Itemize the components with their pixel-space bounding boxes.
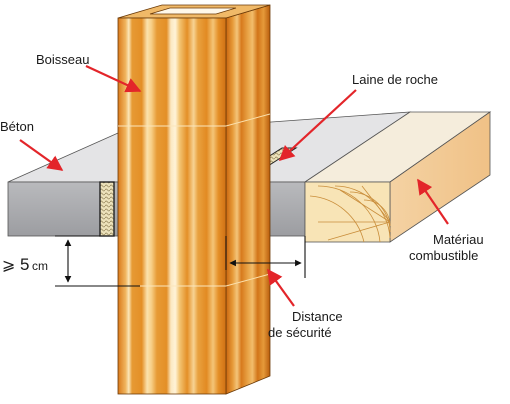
- flue-opening: [149, 7, 237, 15]
- min-symbol: ⩾: [2, 255, 15, 274]
- min-value: 5: [20, 255, 29, 274]
- wood-beam-end-grain: [304, 181, 391, 243]
- label-min-clearance: ⩾ 5 cm: [2, 255, 48, 274]
- label-distance-line1: Distance: [292, 309, 343, 324]
- leader-materiau: [417, 178, 449, 225]
- leader-laine: [278, 89, 357, 162]
- min-unit: cm: [32, 259, 48, 273]
- safety-distance-dimension: [225, 236, 306, 278]
- label-materiau-line1: Matériau: [433, 232, 484, 247]
- label-laine-de-roche: Laine de roche: [352, 72, 438, 87]
- flue-side-face: [225, 4, 271, 395]
- wood-grain-rings: [309, 185, 391, 243]
- label-distance-line2: de sécurité: [268, 325, 332, 340]
- flue-front-face: [117, 17, 227, 395]
- leader-distance: [267, 268, 295, 307]
- flue-joint-lower-side: [225, 273, 271, 287]
- flue-boisseau: [117, 4, 271, 395]
- label-boisseau: Boisseau: [36, 52, 89, 67]
- label-beton: Béton: [0, 119, 34, 134]
- label-materiau-line2: combustible: [409, 248, 478, 263]
- rock-wool-left: [99, 181, 115, 237]
- leader-beton: [19, 139, 64, 171]
- clearance-dimension: [55, 235, 140, 287]
- leader-arrows: [19, 65, 449, 307]
- wood-beam: [303, 111, 492, 243]
- flue-joint-upper-side: [225, 113, 271, 127]
- leader-boisseau: [85, 65, 142, 93]
